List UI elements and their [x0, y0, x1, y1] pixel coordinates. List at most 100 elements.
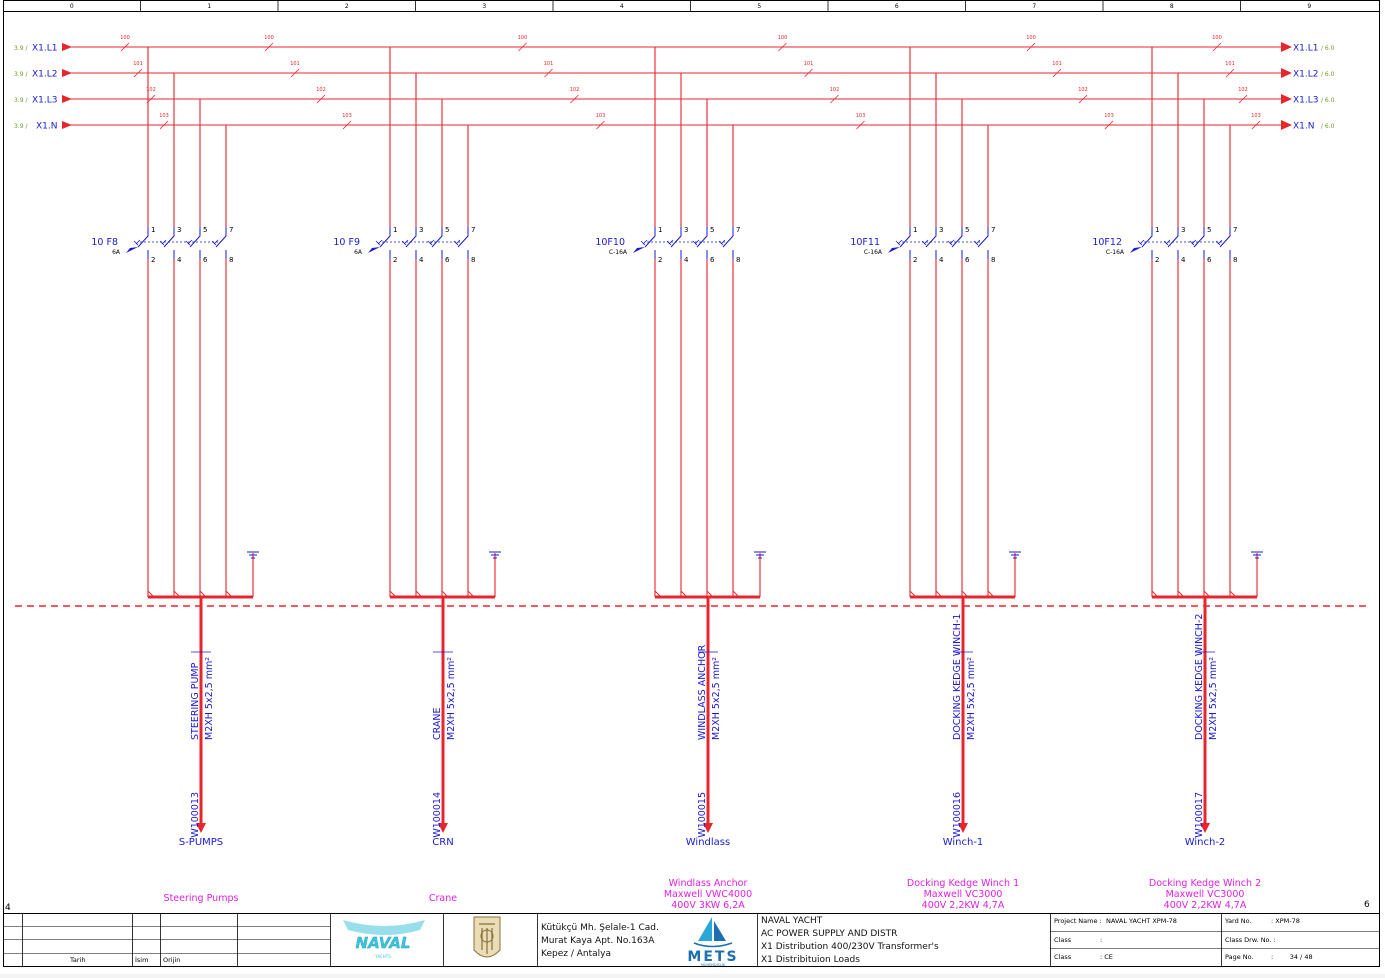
pin-number-bottom: 8 — [229, 256, 233, 264]
contact-tip — [401, 239, 409, 246]
pin-number-bottom: 6 — [203, 256, 208, 264]
pin-number-top: 3 — [419, 226, 423, 234]
title-line-2: AC POWER SUPPLY AND DISTR — [761, 929, 897, 939]
wire-number-tick — [1238, 94, 1248, 104]
contact-tip — [133, 239, 141, 246]
bus-ref-out: / 6.0 — [1321, 45, 1335, 52]
load-description-line: Windlass Anchor — [669, 878, 748, 889]
pin-number-bottom: 6 — [445, 256, 450, 264]
wire-number: 102 — [570, 87, 580, 93]
load-description-line: Docking Kedge Winch 2 — [1149, 878, 1261, 889]
bus-name-out: X1.L2 — [1293, 70, 1319, 80]
contact-tip — [211, 239, 219, 246]
breaker-rating: C-16A — [1106, 249, 1125, 256]
sheet-border — [3, 0, 1380, 967]
cable-id: W100015 — [697, 792, 708, 838]
contact-tip — [692, 239, 700, 246]
breaker-contact — [1219, 227, 1231, 259]
contact-tip — [1215, 239, 1223, 246]
wire-number: 101 — [133, 61, 143, 67]
wire-number-tick — [159, 120, 169, 130]
pin-number-top: 7 — [229, 226, 233, 234]
wire-number: 100 — [778, 35, 788, 41]
breaker-contact — [163, 227, 175, 259]
title-line-4: X1 Distribituion Loads — [761, 955, 860, 965]
wire-number-tick — [1052, 68, 1062, 78]
pin-number-top: 7 — [736, 226, 740, 234]
terminal-label: S-PUMPS — [179, 837, 223, 848]
wire-number: 100 — [120, 35, 130, 41]
load-description-line: Maxwell VC3000 — [924, 889, 1003, 900]
bus-arrow-in — [62, 43, 72, 51]
cable-arrow — [438, 823, 448, 833]
wire-number-tick — [264, 42, 274, 52]
breaker-label: 10 F8 — [91, 237, 118, 248]
wire-number-tick — [1225, 68, 1235, 78]
row-marker-left: 4 — [5, 903, 11, 913]
contact-tip — [666, 239, 674, 246]
terminal-label: Windlass — [686, 837, 730, 848]
pin-number-top: 5 — [203, 226, 207, 234]
wire-number-tick — [1212, 42, 1222, 52]
earth-icon — [754, 551, 766, 559]
cable-id: W100017 — [1194, 792, 1205, 838]
column-number: 9 — [1307, 3, 1311, 10]
wire-number: 103 — [1104, 113, 1114, 119]
cable-spec: M2XH 5x2,5 mm² — [204, 657, 215, 740]
pin-number-bottom: 6 — [1207, 256, 1212, 264]
pin-number-top: 1 — [658, 226, 662, 234]
wire-number-tick — [1251, 120, 1261, 130]
naval-yachts-logo: NAVAL YACHTS — [343, 920, 425, 959]
shipyard-emblem — [473, 916, 501, 958]
wire-number: 102 — [146, 87, 156, 93]
load-description-line: Maxwell VWC4000 — [664, 889, 752, 900]
column-number: 1 — [207, 3, 211, 10]
breaker-trip-arrow — [888, 247, 900, 253]
pin-number-bottom: 4 — [939, 256, 944, 264]
yard-no-value: : XPM-78 — [1271, 917, 1300, 925]
bus-arrow-out — [1281, 68, 1292, 78]
contact-tip — [453, 239, 461, 246]
bus-arrow-in — [62, 121, 72, 129]
cable-spec: M2XH 5x2,5 mm² — [1208, 657, 1219, 740]
consumer-label: DOCKING KEDGE WINCH-2 — [1194, 614, 1205, 740]
bus-name-out: X1.L3 — [1293, 96, 1319, 106]
cable-arrow — [958, 823, 968, 833]
breaker-contact — [722, 227, 734, 259]
contact-tip — [1163, 239, 1171, 246]
wire-number-tick — [1078, 94, 1088, 104]
wire-number: 102 — [830, 87, 840, 93]
row-marker-right: 6 — [1364, 900, 1370, 910]
pin-number-top: 5 — [445, 226, 449, 234]
pin-number-bottom: 2 — [393, 256, 397, 264]
wire-number: 100 — [1212, 35, 1222, 41]
column-number: 0 — [70, 3, 74, 10]
wire-number: 102 — [1078, 87, 1088, 93]
wire-number-tick — [133, 68, 143, 78]
bus-arrow-out — [1281, 42, 1292, 52]
terminal-label: Winch-1 — [943, 837, 984, 848]
breaker-contact — [899, 227, 911, 259]
pin-number-bottom: 2 — [913, 256, 917, 264]
wire-number-tick — [342, 120, 352, 130]
pin-number-bottom: 6 — [965, 256, 970, 264]
breaker-contact — [457, 227, 469, 259]
wire-number: 103 — [596, 113, 606, 119]
wire-number-tick — [570, 94, 579, 104]
breaker-trip-arrow — [633, 247, 645, 253]
contact-tip — [895, 239, 903, 246]
wire-number: 101 — [290, 61, 300, 67]
wire-number: 100 — [264, 35, 274, 41]
bus-ref-in: 3.9 / — [14, 123, 28, 130]
load-description-line: Crane — [429, 893, 457, 904]
pin-number-bottom: 8 — [1233, 256, 1237, 264]
pin-number-bottom: 8 — [736, 256, 740, 264]
earth-icon — [1251, 551, 1263, 559]
pin-number-bottom: 8 — [991, 256, 995, 264]
